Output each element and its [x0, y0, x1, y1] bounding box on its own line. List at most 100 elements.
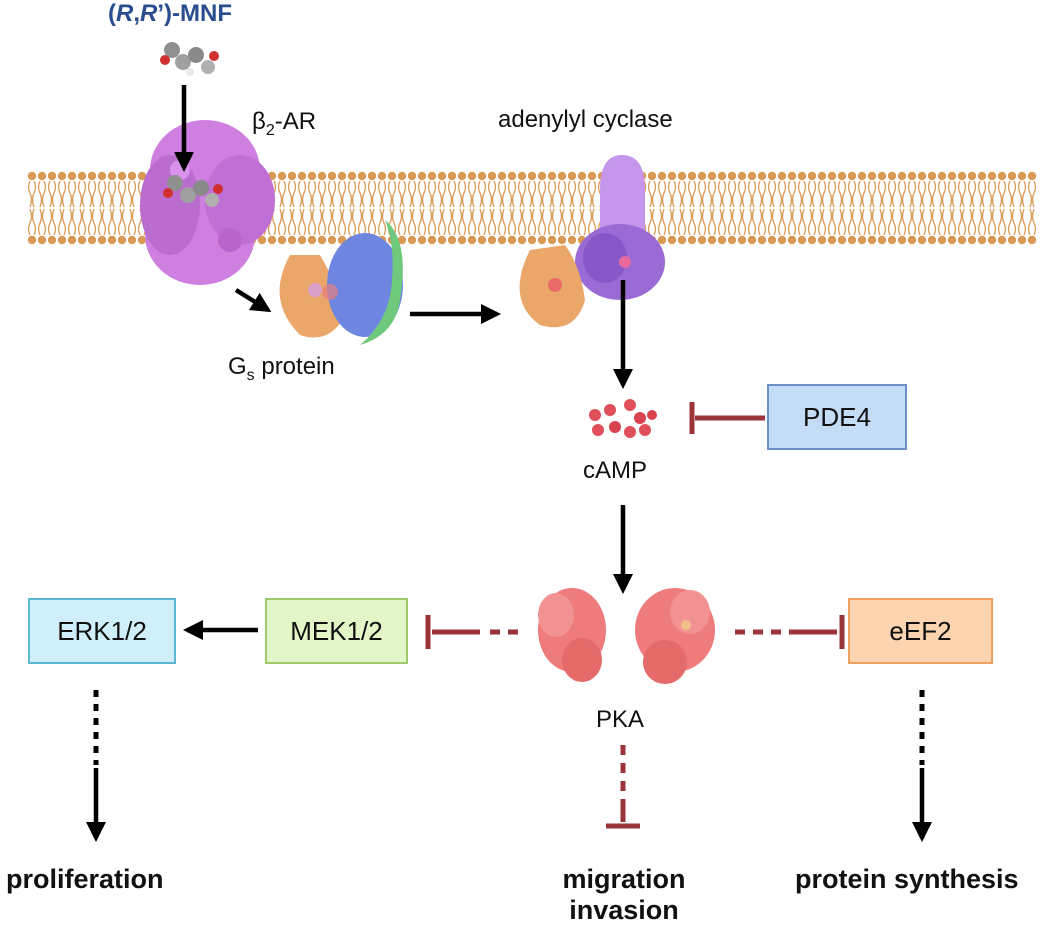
lipid-tail [321, 180, 327, 208]
lipid-tail [577, 208, 583, 236]
lipid-tail [767, 180, 773, 208]
lipid-tail [547, 208, 553, 236]
lipid-tail [427, 180, 433, 208]
lipid-head-inner [1007, 235, 1017, 245]
lipid-head-inner [787, 235, 797, 245]
lipid-tail [927, 180, 933, 208]
lipid-tail [331, 180, 337, 208]
lipid-head-inner [677, 235, 687, 245]
lipid-tail [417, 180, 423, 208]
lipid-tail [311, 180, 317, 208]
lipid-head-outer [537, 171, 547, 181]
lipid-tail [1021, 180, 1027, 208]
lipid-tail [691, 180, 697, 208]
lipid-tail [661, 208, 667, 236]
lipid-tail [547, 180, 553, 208]
lipid-head-outer [327, 171, 337, 181]
lipid-head-inner [297, 235, 307, 245]
lipid-tail [131, 208, 137, 236]
lipid-head-inner [917, 235, 927, 245]
lipid-tail [771, 180, 777, 208]
lipid-head-outer [1017, 171, 1027, 181]
lipid-head-outer [477, 171, 487, 181]
lipid-tail [457, 208, 463, 236]
lipid-tail [657, 208, 663, 236]
lipid-tail [1027, 208, 1033, 236]
lipid-tail [37, 208, 43, 236]
lipid-tail [1031, 180, 1037, 208]
lipid-head-inner [487, 235, 497, 245]
lipid-tail [531, 180, 537, 208]
lipid-tail [977, 180, 983, 208]
lipid-tail [307, 208, 313, 236]
lipid-head-inner [857, 235, 867, 245]
lipid-tail [117, 180, 123, 208]
lipid-tail [61, 208, 67, 236]
lipid-tail [881, 208, 887, 236]
lipid-tail [507, 180, 513, 208]
lipid-tail [67, 180, 73, 208]
gs-protein [279, 220, 403, 345]
lipid-tail [787, 180, 793, 208]
lipid-head-outer [717, 171, 727, 181]
lipid-tail [671, 208, 677, 236]
lipid-tail [1027, 180, 1033, 208]
lipid-tail [837, 208, 843, 236]
lipid-tail [911, 180, 917, 208]
lipid-tail [567, 180, 573, 208]
lipid-head-inner [437, 235, 447, 245]
migration-line: migration [562, 864, 686, 894]
lipid-tail [81, 180, 87, 208]
lipid-tail [1017, 180, 1023, 208]
lipid-tail [981, 180, 987, 208]
lipid-tail [877, 208, 883, 236]
lipid-tail [347, 208, 353, 236]
lipid-tail [361, 180, 367, 208]
lipid-tail [327, 180, 333, 208]
lipid-tail [761, 180, 767, 208]
lipid-head-outer [337, 171, 347, 181]
indirect-activation-dots [93, 690, 925, 765]
lipid-head-outer [407, 171, 417, 181]
lipid-head-inner [767, 235, 777, 245]
lipid-tail [411, 208, 417, 236]
lipid-tail [417, 208, 423, 236]
lipid-tail [851, 180, 857, 208]
lipid-tail [791, 180, 797, 208]
lipid-head-inner [67, 235, 77, 245]
lipid-tail [881, 180, 887, 208]
lipid-head-inner [937, 235, 947, 245]
lipid-tail [751, 180, 757, 208]
lipid-tail [681, 208, 687, 236]
lipid-tail [101, 180, 107, 208]
lipid-tail [901, 208, 907, 236]
lipid-tail [371, 180, 377, 208]
lipid-tail [337, 208, 343, 236]
lipid-tail [757, 180, 763, 208]
lipid-tail [817, 180, 823, 208]
lipid-tail [937, 180, 943, 208]
lipid-tail [931, 208, 937, 236]
lipid-head-outer [27, 171, 37, 181]
lipid-head-outer [917, 171, 927, 181]
lipid-tail [287, 180, 293, 208]
lipid-tail [921, 208, 927, 236]
lipid-head-inner [747, 235, 757, 245]
lipid-head-outer [547, 171, 557, 181]
lipid-tail [791, 208, 797, 236]
lipid-head-outer [727, 171, 737, 181]
lipid-tail [721, 180, 727, 208]
lipid-head-inner [27, 235, 37, 245]
lipid-head-inner [557, 235, 567, 245]
lipid-tail [687, 180, 693, 208]
lipid-tail [337, 180, 343, 208]
lipid-head-inner [137, 235, 147, 245]
lipid-tail [281, 208, 287, 236]
lipid-head-inner [847, 235, 857, 245]
protein-synthesis-outcome: protein synthesis [795, 864, 1019, 894]
lipid-tail [357, 208, 363, 236]
lipid-head-outer [647, 171, 657, 181]
lipid-tail [501, 208, 507, 236]
lipid-tail [907, 208, 913, 236]
